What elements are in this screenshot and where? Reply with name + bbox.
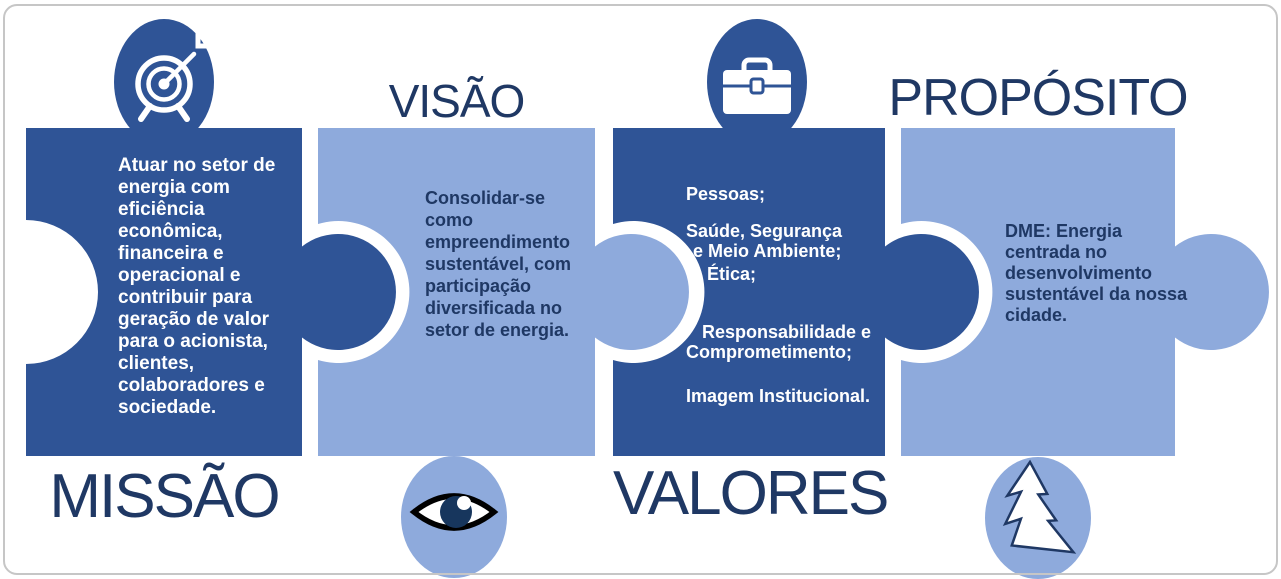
missao-label: MISSÃO — [49, 462, 280, 531]
text-line: sustentável da nossa — [1005, 284, 1188, 304]
text-line: e Meio Ambiente; — [693, 241, 842, 261]
valores-label: VALORES — [613, 459, 889, 528]
text-line: setor de energia. — [425, 320, 570, 340]
text-line: financeira e — [118, 243, 224, 264]
text-line: colaboradores e — [118, 375, 265, 396]
text-line: geração de valor — [118, 309, 270, 330]
text-line: energia com — [118, 177, 230, 198]
text-line: Comprometimento; — [686, 342, 852, 362]
visao-label: VISÃO — [388, 75, 526, 127]
target-dart-icon — [135, 29, 215, 122]
text-line: Consolidar-se — [425, 188, 546, 208]
text-line: clientes, — [118, 353, 195, 374]
text-line: operacional e — [118, 265, 241, 286]
text-line: participação — [425, 276, 532, 296]
text-line: como — [425, 210, 474, 230]
text-line: Pessoas; — [686, 184, 766, 204]
text-line: econômica, — [118, 221, 223, 242]
puzzle-piece-valores — [613, 128, 979, 456]
eye-icon — [409, 493, 499, 531]
text-line: sociedade. — [118, 397, 217, 418]
text-line: cidade. — [1005, 305, 1068, 325]
text-line: Responsabilidade e — [702, 322, 872, 342]
text-line: Imagem Institucional. — [686, 386, 871, 406]
text-line: Ética; — [707, 264, 757, 284]
text-line: centrada no — [1005, 242, 1108, 262]
text-line: desenvolvimento — [1005, 263, 1153, 283]
puzzle-piece-visao — [318, 128, 689, 456]
puzzle-piece-proposito — [901, 128, 1269, 456]
text-line: para o acionista, — [118, 331, 268, 352]
visao-text-block: Consolidar-se como empreendimento susten… — [425, 187, 571, 341]
proposito-label: PROPÓSITO — [888, 69, 1188, 127]
text-line: Saúde, Segurança — [686, 221, 843, 241]
text-line: empreendimento — [425, 232, 571, 252]
proposito-text-block: DME: Energia centrada no desenvolvimento… — [1005, 221, 1187, 326]
text-line: Atuar no setor de — [118, 155, 276, 176]
text-line: contribuir para — [118, 287, 253, 308]
missao-text-block: Atuar no setor de energia com eficiência… — [118, 155, 275, 419]
valores-text-block: Pessoas; Saúde, Segurança e Meio Ambient… — [686, 184, 871, 406]
text-line: DME: Energia — [1005, 221, 1123, 241]
briefcase-icon — [723, 57, 791, 114]
text-line: diversificada no — [425, 298, 563, 318]
lightning-bolt-icon — [1002, 459, 1077, 554]
text-line: eficiência — [118, 199, 205, 220]
text-line: sustentável, com — [425, 254, 572, 274]
puzzle-piece-missao — [26, 128, 396, 456]
